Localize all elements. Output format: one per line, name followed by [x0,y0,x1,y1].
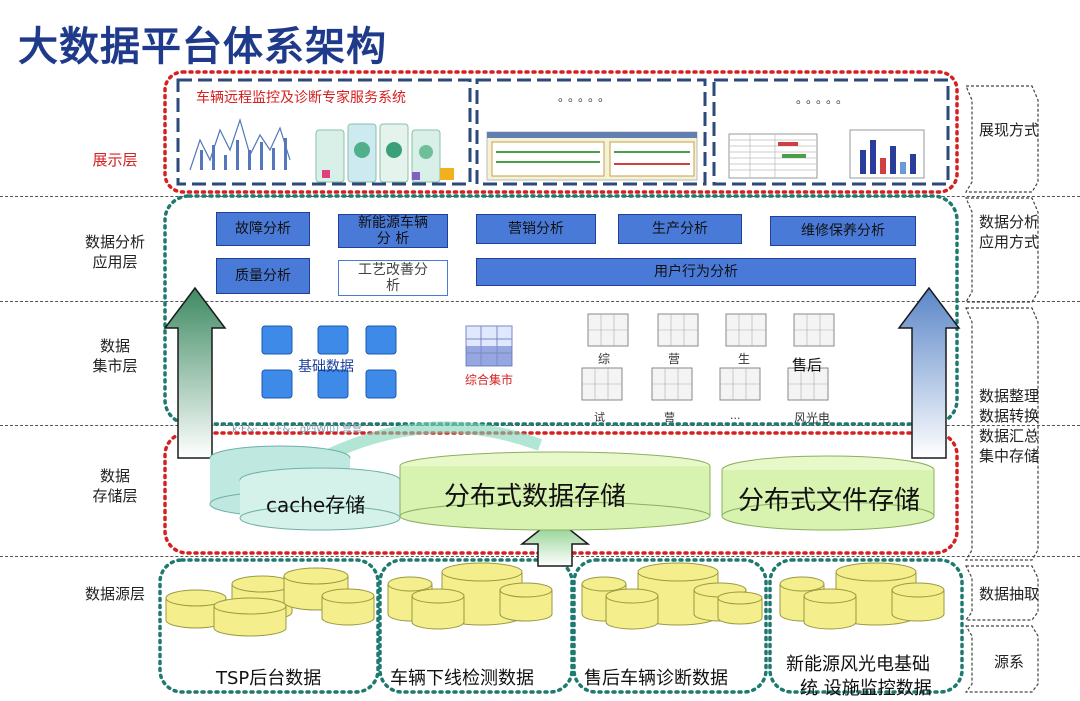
cube-label-2: 营 [668,352,681,366]
box-fault-analysis: 故障分析 [216,212,310,246]
label-nev-infra-1: 新能源风光电基础 [786,654,930,675]
thumbnail-report-table [728,133,818,179]
right-label-display: 展现方式 [978,121,1039,139]
page-title: 大数据平台体系架构 [18,24,387,70]
panel-title-placeholder-3: 。。。。。 [796,92,853,106]
cube-label-1: 综 [598,352,611,366]
label-tsp-data: TSP后台数据 [216,668,322,689]
right-label-processing: 数据整理 数据转换 数据汇总 集中存储 [978,387,1039,465]
faint-overlay-text: k·F&· · · ·F&·· g四Wl山 营营 [232,424,363,435]
divider-mart-storage [0,425,1080,426]
cube-label-4: 售后 [792,356,823,374]
label-after-sales-data: 售后车辆诊断数据 [584,668,728,689]
box-user-behavior-analysis: 用户行为分析 [476,258,916,286]
cube-label-6: 营 [664,411,675,424]
layer-label-mart: 数据 集市层 [92,337,138,375]
thumbnail-monitoring-screen [486,131,698,181]
basic-data-cubes [261,325,397,399]
label-cache-storage: cache存储 [266,493,366,517]
layer-label-analysis: 数据分析 应用层 [84,233,145,271]
box-nev-analysis: 新能源车辆 分 析 [338,214,448,248]
label-distributed-data-storage: 分布式数据存储 [444,482,627,512]
label-nev-infra-2: 统 设施监控数据 [800,678,932,699]
combined-mart-cube [465,325,513,367]
box-maintenance-analysis: 维修保养分析 [770,216,916,246]
label-offline-test-data: 车辆下线检测数据 [390,668,534,689]
cube-label-8: 风光电 [794,411,831,425]
label-distributed-file-storage: 分布式文件存储 [738,486,921,516]
right-stage-chevrons [964,85,1039,693]
cube-label-7: ... [730,409,741,422]
cache-storage-cylinders [209,445,401,531]
panel-title-remote-monitoring: 车辆远程监控及诊断专家服务系统 [196,90,406,106]
distributed-data-cylinder [399,451,711,531]
label-basic-data: 基础数据 [298,359,354,375]
thumbnail-dashboard-charts [186,112,296,178]
box-marketing-analysis: 营销分析 [476,214,596,244]
right-label-extract: 数据抽取 [978,585,1039,603]
source-cylinders [165,562,945,637]
distributed-file-cylinder [721,455,935,531]
label-combined-mart: 综合集市 [465,373,514,387]
cube-label-5: 试 [594,411,605,424]
divider-analysis-mart [0,301,1080,302]
layer-label-storage: 数据 存储层 [92,467,138,505]
layer-label-display: 展示层 [92,151,138,169]
box-process-analysis: 工艺改善分 析 [338,260,448,296]
box-production-analysis: 生产分析 [618,214,742,244]
right-label-source: 源系 [993,653,1024,671]
thumbnail-bar-chart [849,129,925,179]
box-quality-analysis: 质量分析 [216,258,310,294]
panel-title-placeholder-2: 。。。。。 [558,90,615,104]
thumbnail-mobile-screens [315,123,454,183]
right-label-analysis: 数据分析 应用方式 [978,213,1039,251]
layer-label-source: 数据源层 [84,585,145,603]
cube-label-3: 生 [738,352,751,366]
